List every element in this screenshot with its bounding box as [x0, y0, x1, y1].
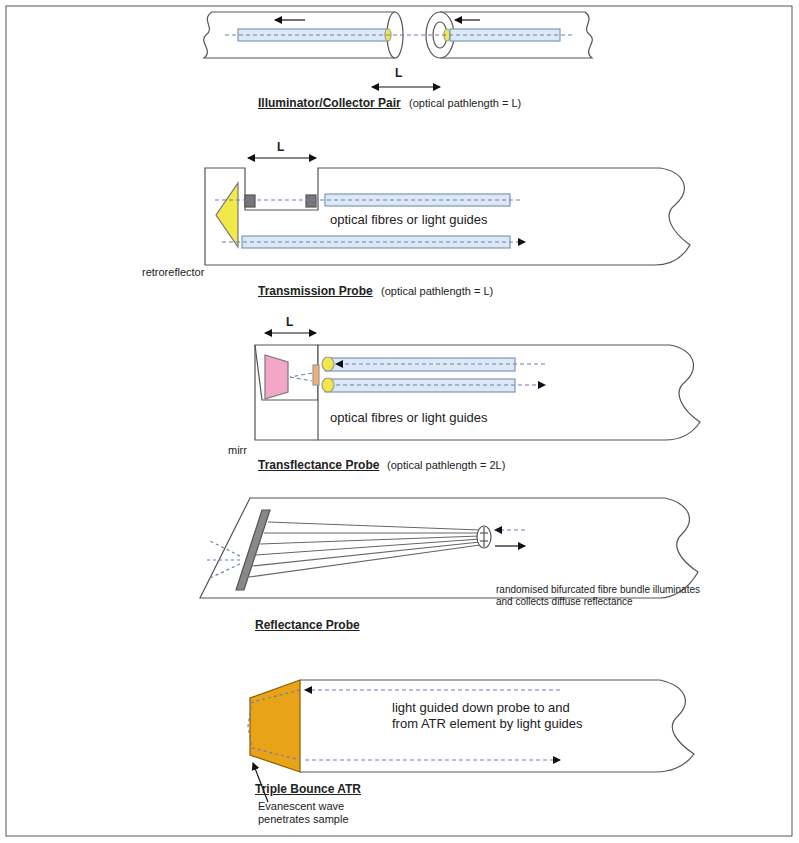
- probe-caption: Transflectance Probe: [258, 458, 379, 472]
- text-label: randomised bifurcated fibre bundle illum…: [496, 584, 716, 608]
- text-label: optical fibres or light guides: [330, 212, 488, 228]
- text-label: Evanescent wave penetrates sample: [258, 800, 373, 826]
- text-label: L: [286, 315, 293, 329]
- probe-caption: Transmission Probe: [258, 284, 373, 298]
- text-label: L: [277, 140, 284, 154]
- text-label: optical fibres or light guides: [330, 410, 488, 426]
- text-label: L: [395, 66, 402, 80]
- text-label: (optical pathlength = L): [409, 97, 521, 110]
- text-label: (optical pathlength = L): [381, 285, 493, 298]
- text-label: mirr: [226, 444, 249, 457]
- probe-caption: Triple Bounce ATR: [255, 782, 361, 796]
- text-label: (optical pathlength = 2L): [387, 459, 505, 472]
- probe-caption: Reflectance Probe: [255, 618, 360, 632]
- probe-caption: Illuminator/Collector Pair: [258, 96, 401, 110]
- text-label: light guided down probe to and from ATR …: [392, 700, 597, 731]
- text-label: retroreflector: [142, 266, 204, 279]
